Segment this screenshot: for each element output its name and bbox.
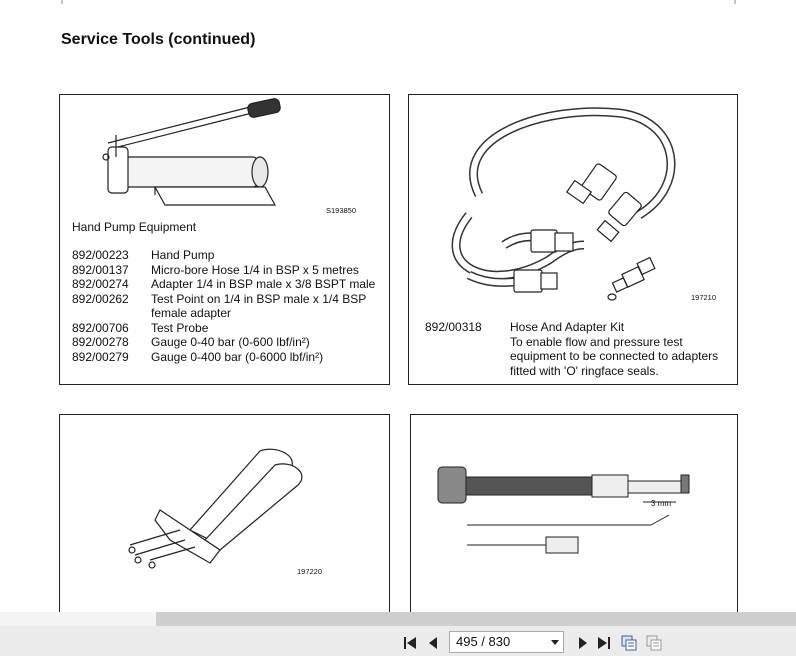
part-row: 892/00274 Adapter 1/4 in BSP male x 3/8 … [72,277,384,292]
part-row: 892/00223 Hand Pump [72,248,384,263]
part-desc: Hand Pump [151,248,215,262]
part-desc: Gauge 0-40 bar (0-600 lbf/in²) [151,335,310,349]
part-desc: To enable flow and pressure test equipme… [510,334,719,378]
part-desc-row: To enable flow and pressure test equipme… [425,335,735,379]
figure-code-1: S193850 [326,206,357,215]
part-row: 892/00279 Gauge 0-400 bar (0-6000 lbf/in… [72,350,384,365]
part-desc: Test Probe [151,320,209,335]
hose-kit-entry: 892/00318 Hose And Adapter Kit To enable… [425,320,735,378]
page-number-select[interactable]: 495 / 830 [449,631,564,653]
previous-page-icon[interactable] [425,634,443,652]
part-name: Hose And Adapter Kit [510,320,625,334]
chevron-down-icon [551,640,559,645]
fit-width-icon[interactable] [645,634,663,652]
page-number-display: 495 / 830 [456,634,511,649]
part-row: 892/00706 Test Probe [72,321,384,336]
document-page: Service Tools (continued) S193850 Hand P… [59,0,738,626]
part-desc: Test Point on 1/4 in BSP male x 1/4 BSP … [151,291,367,321]
last-page-icon[interactable] [594,634,612,652]
hand-pump-illustration [102,98,281,206]
next-page-icon[interactable] [573,634,591,652]
tool-box-hand-pump: S193850 Hand Pump Equipment 892/00223 Ha… [59,94,390,385]
part-row: 892/00137 Micro-bore Hose 1/4 in BSP x 5… [72,263,384,278]
page-title: Service Tools (continued) [61,31,256,48]
tool-box-long-tool: 3 mm [410,414,738,626]
part-row: 892/00278 Gauge 0-40 bar (0-600 lbf/in²) [72,335,384,350]
part-code: 892/00262 [72,291,129,306]
scrollbar-track-left[interactable] [0,612,156,626]
part-code: 892/00278 [72,335,129,349]
part-desc: Gauge 0-400 bar (0-6000 lbf/in²) [151,349,324,364]
hose-kit-illustration [451,107,676,301]
part-code: 892/00223 [72,248,129,262]
fit-page-icon[interactable] [620,634,638,652]
first-page-icon[interactable] [402,634,420,652]
part-code: 892/00318 [425,320,482,334]
figure-code-2: 197210 [691,293,717,302]
part-desc: Micro-bore Hose 1/4 in BSP x 5 metres [151,262,359,277]
part-code: 892/00279 [72,349,129,364]
long-tool-illustration [437,466,690,554]
hand-pump-heading: Hand Pump Equipment [72,220,197,234]
horizontal-scrollbar[interactable] [156,612,796,626]
part-code: 892/00274 [72,277,129,291]
part-code: 892/00706 [72,320,129,335]
part-row: 892/00262 Test Point on 1/4 in BSP male … [72,292,384,321]
part-row: 892/00318 Hose And Adapter Kit [425,320,735,335]
hand-pump-parts-list: 892/00223 Hand Pump 892/00137 Micro-bore… [72,248,384,364]
part-desc: Adapter 1/4 in BSP male x 3/8 BSPT male [151,277,376,291]
page-top-marks [61,0,736,4]
part-code: 892/00137 [72,262,129,277]
tool-box-hose-kit: 197210 892/00318 Hose And Adapter Kit To… [408,94,738,385]
figure-code-3: 197220 [297,567,323,576]
tool-box-seal-fitting: 197220 [59,414,390,626]
dimension-label: 3 mm [651,499,671,508]
seal-tool-illustration [128,448,303,569]
